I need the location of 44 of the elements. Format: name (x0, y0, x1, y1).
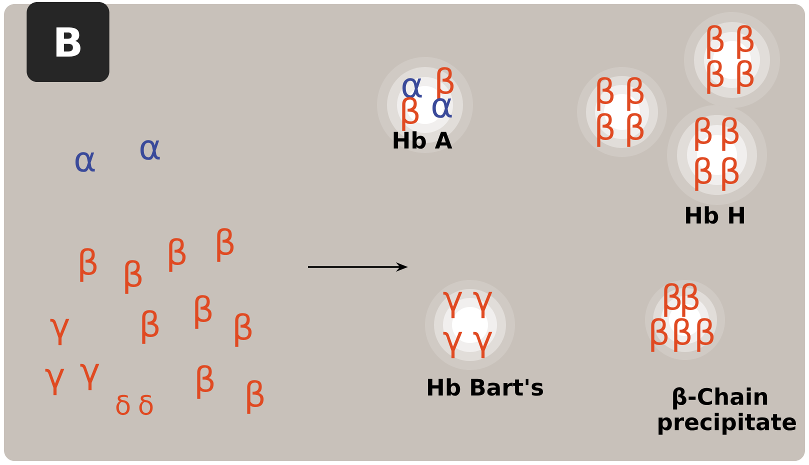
chain-symbol: δ (116, 394, 130, 416)
chain-symbol: δ (139, 394, 153, 416)
chain-symbol: β (125, 260, 142, 294)
chain-symbol: β (195, 295, 212, 329)
chain-symbol: β (722, 117, 739, 151)
chain-symbol: γ (473, 332, 492, 358)
chain-symbol: γ (443, 292, 462, 318)
chain-symbol: β (597, 77, 614, 111)
chain-symbol: α (75, 152, 95, 172)
chain-symbol: β (737, 60, 754, 94)
chain-symbol: α (402, 78, 422, 98)
chain-symbol: β (247, 380, 264, 414)
chain-symbol: β (674, 318, 691, 352)
hemoglobin-label: Hb Bart's (428, 378, 543, 396)
hemoglobin-label: β-Chain precipitate (658, 387, 796, 435)
chain-symbol: β (597, 113, 614, 147)
chain-symbol: β (627, 77, 644, 111)
chain-symbol: α (140, 140, 160, 160)
chain-symbol: β (722, 157, 739, 191)
chain-symbol: β (627, 113, 644, 147)
chain-symbol: β (402, 97, 419, 131)
chain-symbol: β (651, 318, 668, 352)
chain-symbol: β (217, 228, 234, 262)
chain-symbol: γ (473, 292, 492, 318)
chain-symbol: β (197, 365, 214, 399)
chain-symbol: β (142, 310, 159, 344)
chain-symbol: β (235, 313, 252, 347)
chain-symbol: β (695, 117, 712, 151)
panel-letter: B (26, 2, 110, 82)
chain-symbol: β (707, 60, 724, 94)
chain-symbol: γ (443, 332, 462, 358)
chain-symbol: β (697, 318, 714, 352)
hemoglobin-label: Hb H (686, 206, 744, 224)
chain-symbol: β (695, 157, 712, 191)
chain-symbol: γ (80, 364, 100, 390)
chain-symbol: β (664, 283, 681, 317)
chain-symbol: β (80, 248, 97, 282)
chain-symbol: β (682, 283, 699, 317)
chain-symbol: β (169, 238, 186, 272)
chain-symbol: β (737, 25, 754, 59)
chain-symbol: β (707, 25, 724, 59)
chain-symbol: γ (45, 368, 64, 396)
chain-symbol: γ (50, 318, 70, 346)
hemoglobin-label: Hb A (394, 131, 452, 149)
